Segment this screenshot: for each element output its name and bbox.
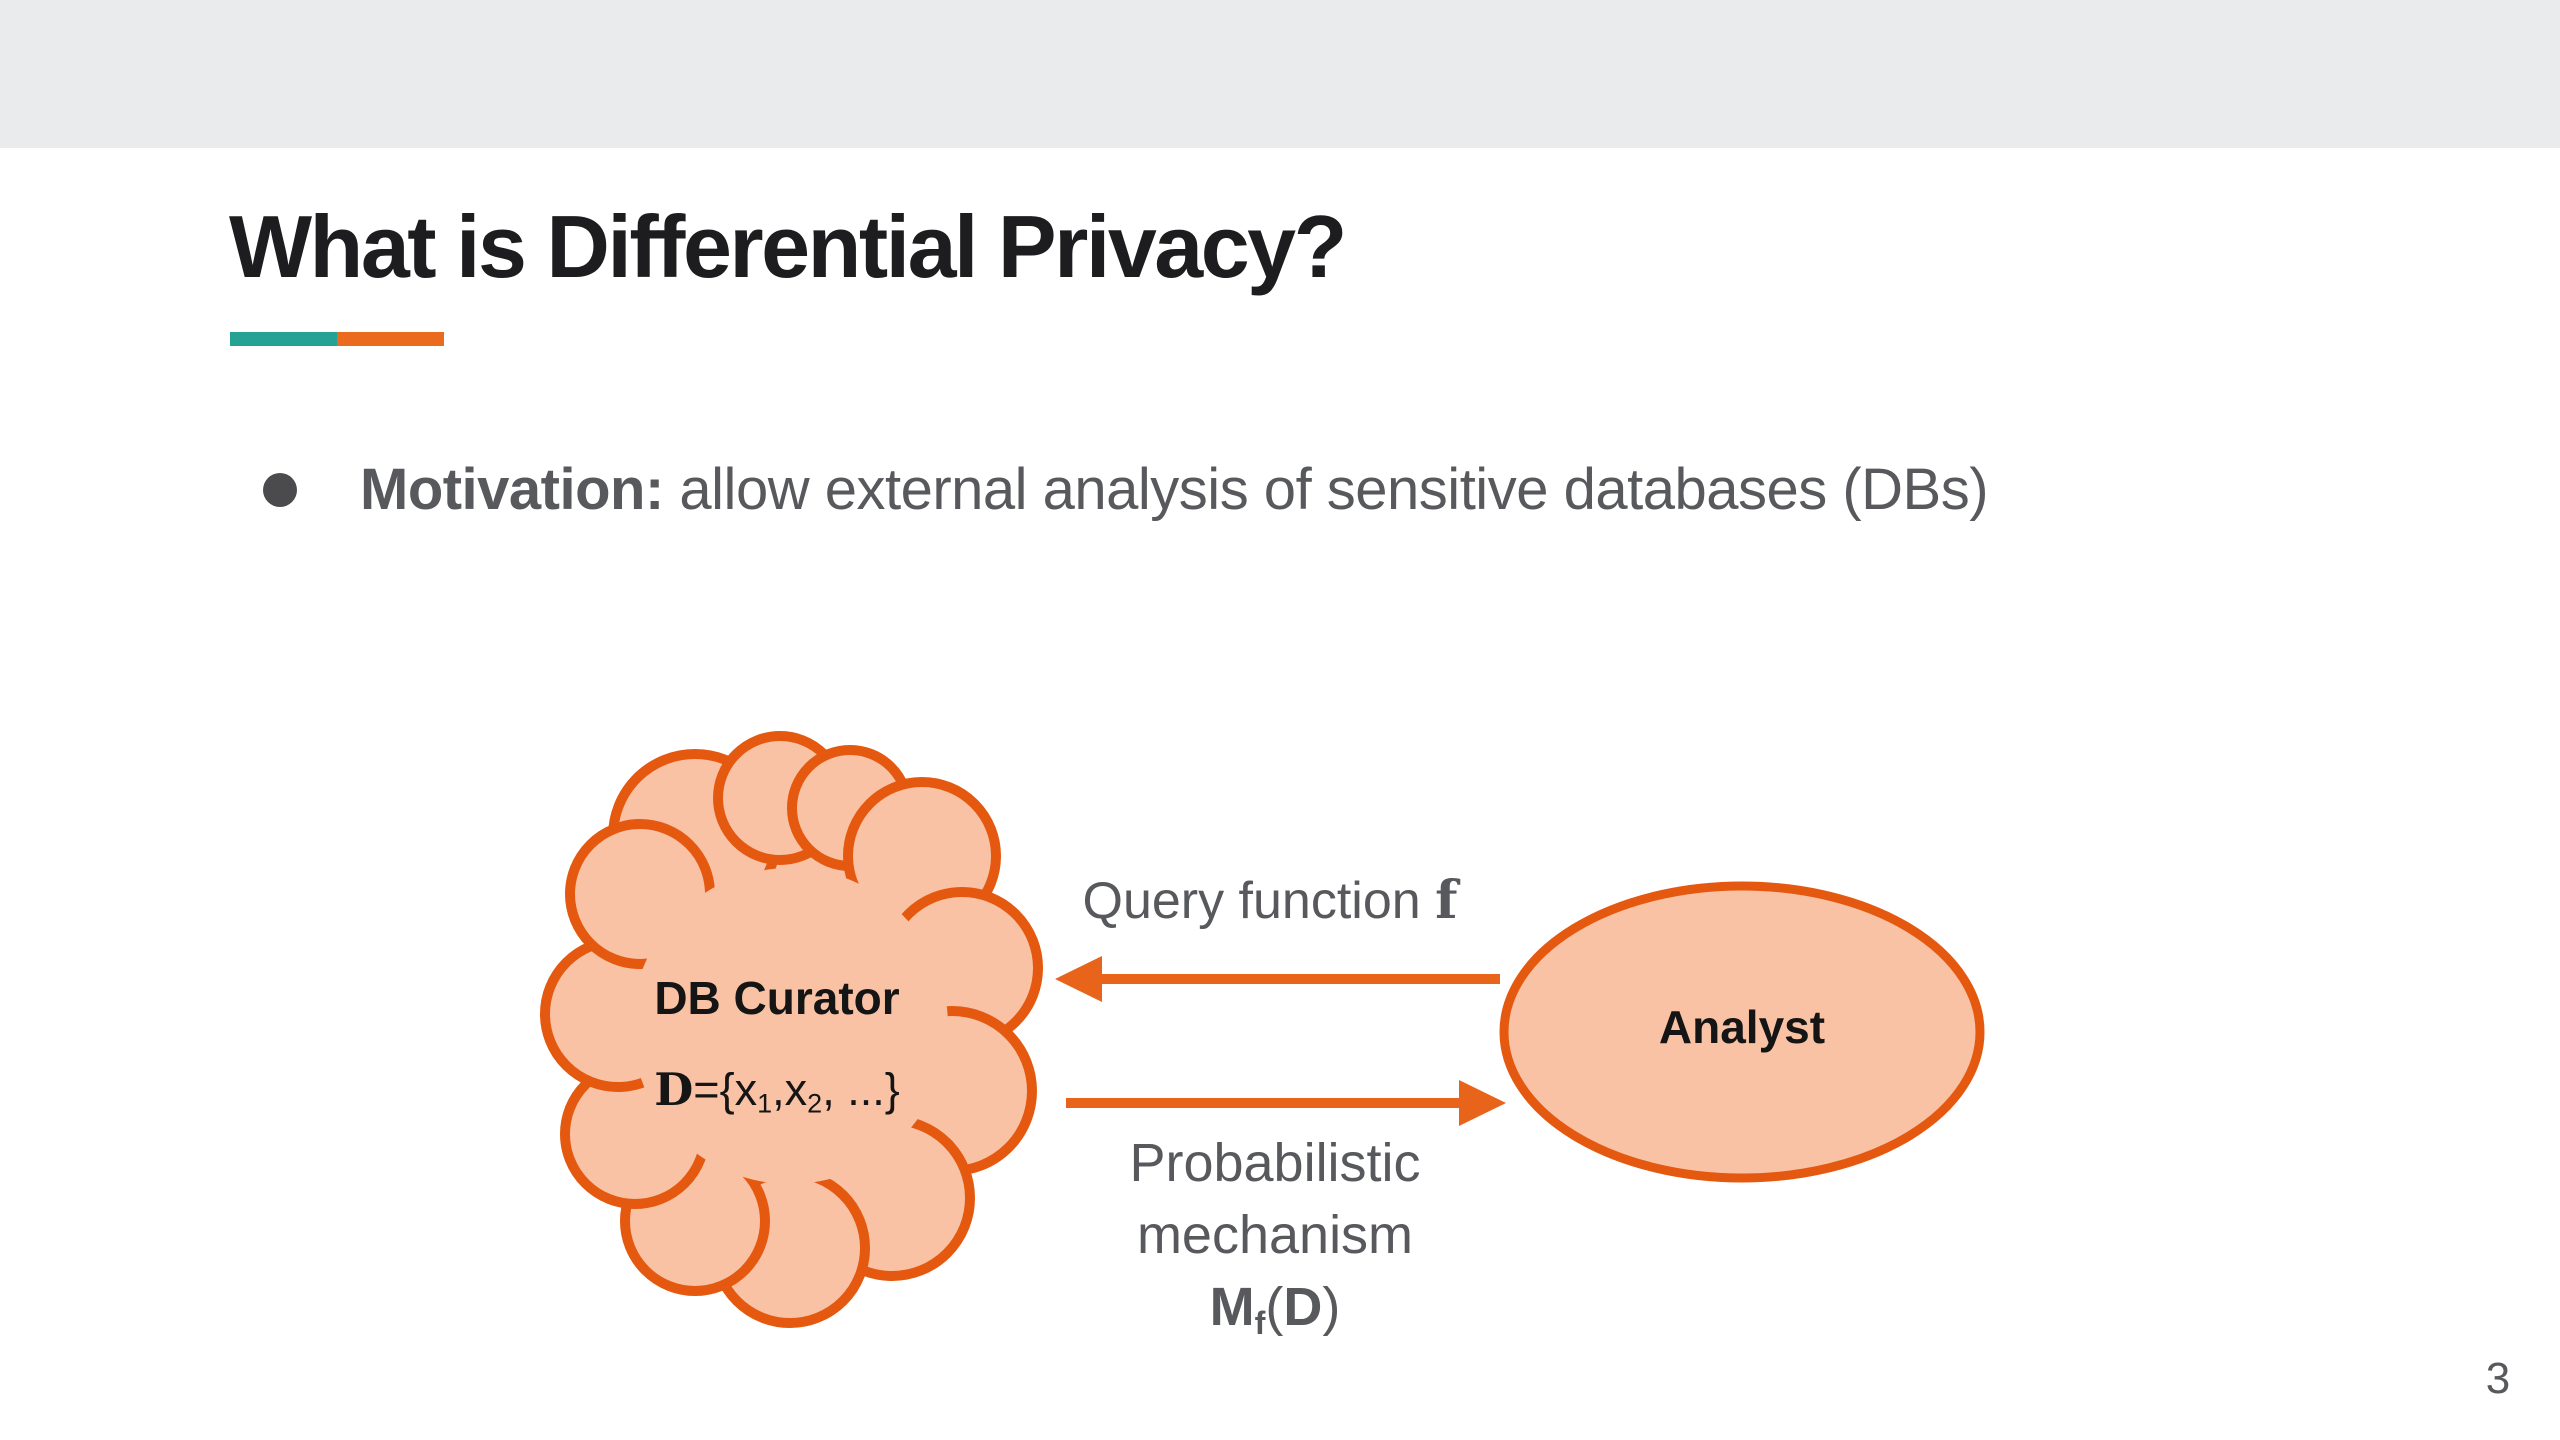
query-arrow [1055,956,1500,1002]
db-curator-label: DB Curator [654,972,900,1024]
formula-sub1: 1 [757,1088,773,1119]
db-formula: D={x1,x2, ...} [577,1063,977,1120]
slide-canvas: What is Differential Privacy? Motivation… [0,148,2560,1440]
mechanism-d: D [1283,1276,1323,1337]
formula-mid: ,x [772,1064,808,1115]
slide-title: What is Differential Privacy? [229,197,1347,296]
prob-line1: Probabilistic [1129,1133,1421,1193]
query-function-label: Query function f [1020,870,1520,931]
motivation-bullet: Motivation: allow external analysis of s… [360,456,1989,523]
mechanism-m: M [1209,1276,1255,1337]
motivation-label: Motivation: [360,457,664,522]
prob-formula: Mf(D) [1025,1272,1525,1345]
formula-end: , ...} [822,1064,900,1115]
query-function-f: f [1435,870,1458,931]
top-gray-band [0,0,2560,148]
dp-flow-diagram: DB Curator D={x1,x2, ...} Query function… [0,148,2560,1440]
mechanism-open-paren: ( [1265,1276,1284,1337]
bullet-dot [263,473,297,507]
formula-d: D [654,1063,694,1116]
db-curator-cloud [540,731,1043,1328]
analyst-label: Analyst [1658,1001,1826,1053]
query-function-text: Query function [1082,872,1436,930]
motivation-text: allow external analysis of sensitive dat… [663,457,1989,522]
title-underline [230,332,444,346]
underline-teal-segment [230,332,337,346]
formula-eq: ={x [693,1064,758,1115]
probabilistic-mechanism-label: Probabilistic mechanism Mf(D) [1025,1128,1525,1345]
prob-line2: mechanism [1136,1204,1414,1265]
analyst-ellipse [1499,881,1985,1183]
formula-sub2: 2 [807,1088,823,1119]
mechanism-close-paren: ) [1322,1276,1341,1337]
mechanism-m-sub: f [1254,1304,1266,1341]
mechanism-arrow [1066,1080,1506,1126]
underline-orange-segment [337,332,444,346]
page-number: 3 [2485,1354,2511,1403]
